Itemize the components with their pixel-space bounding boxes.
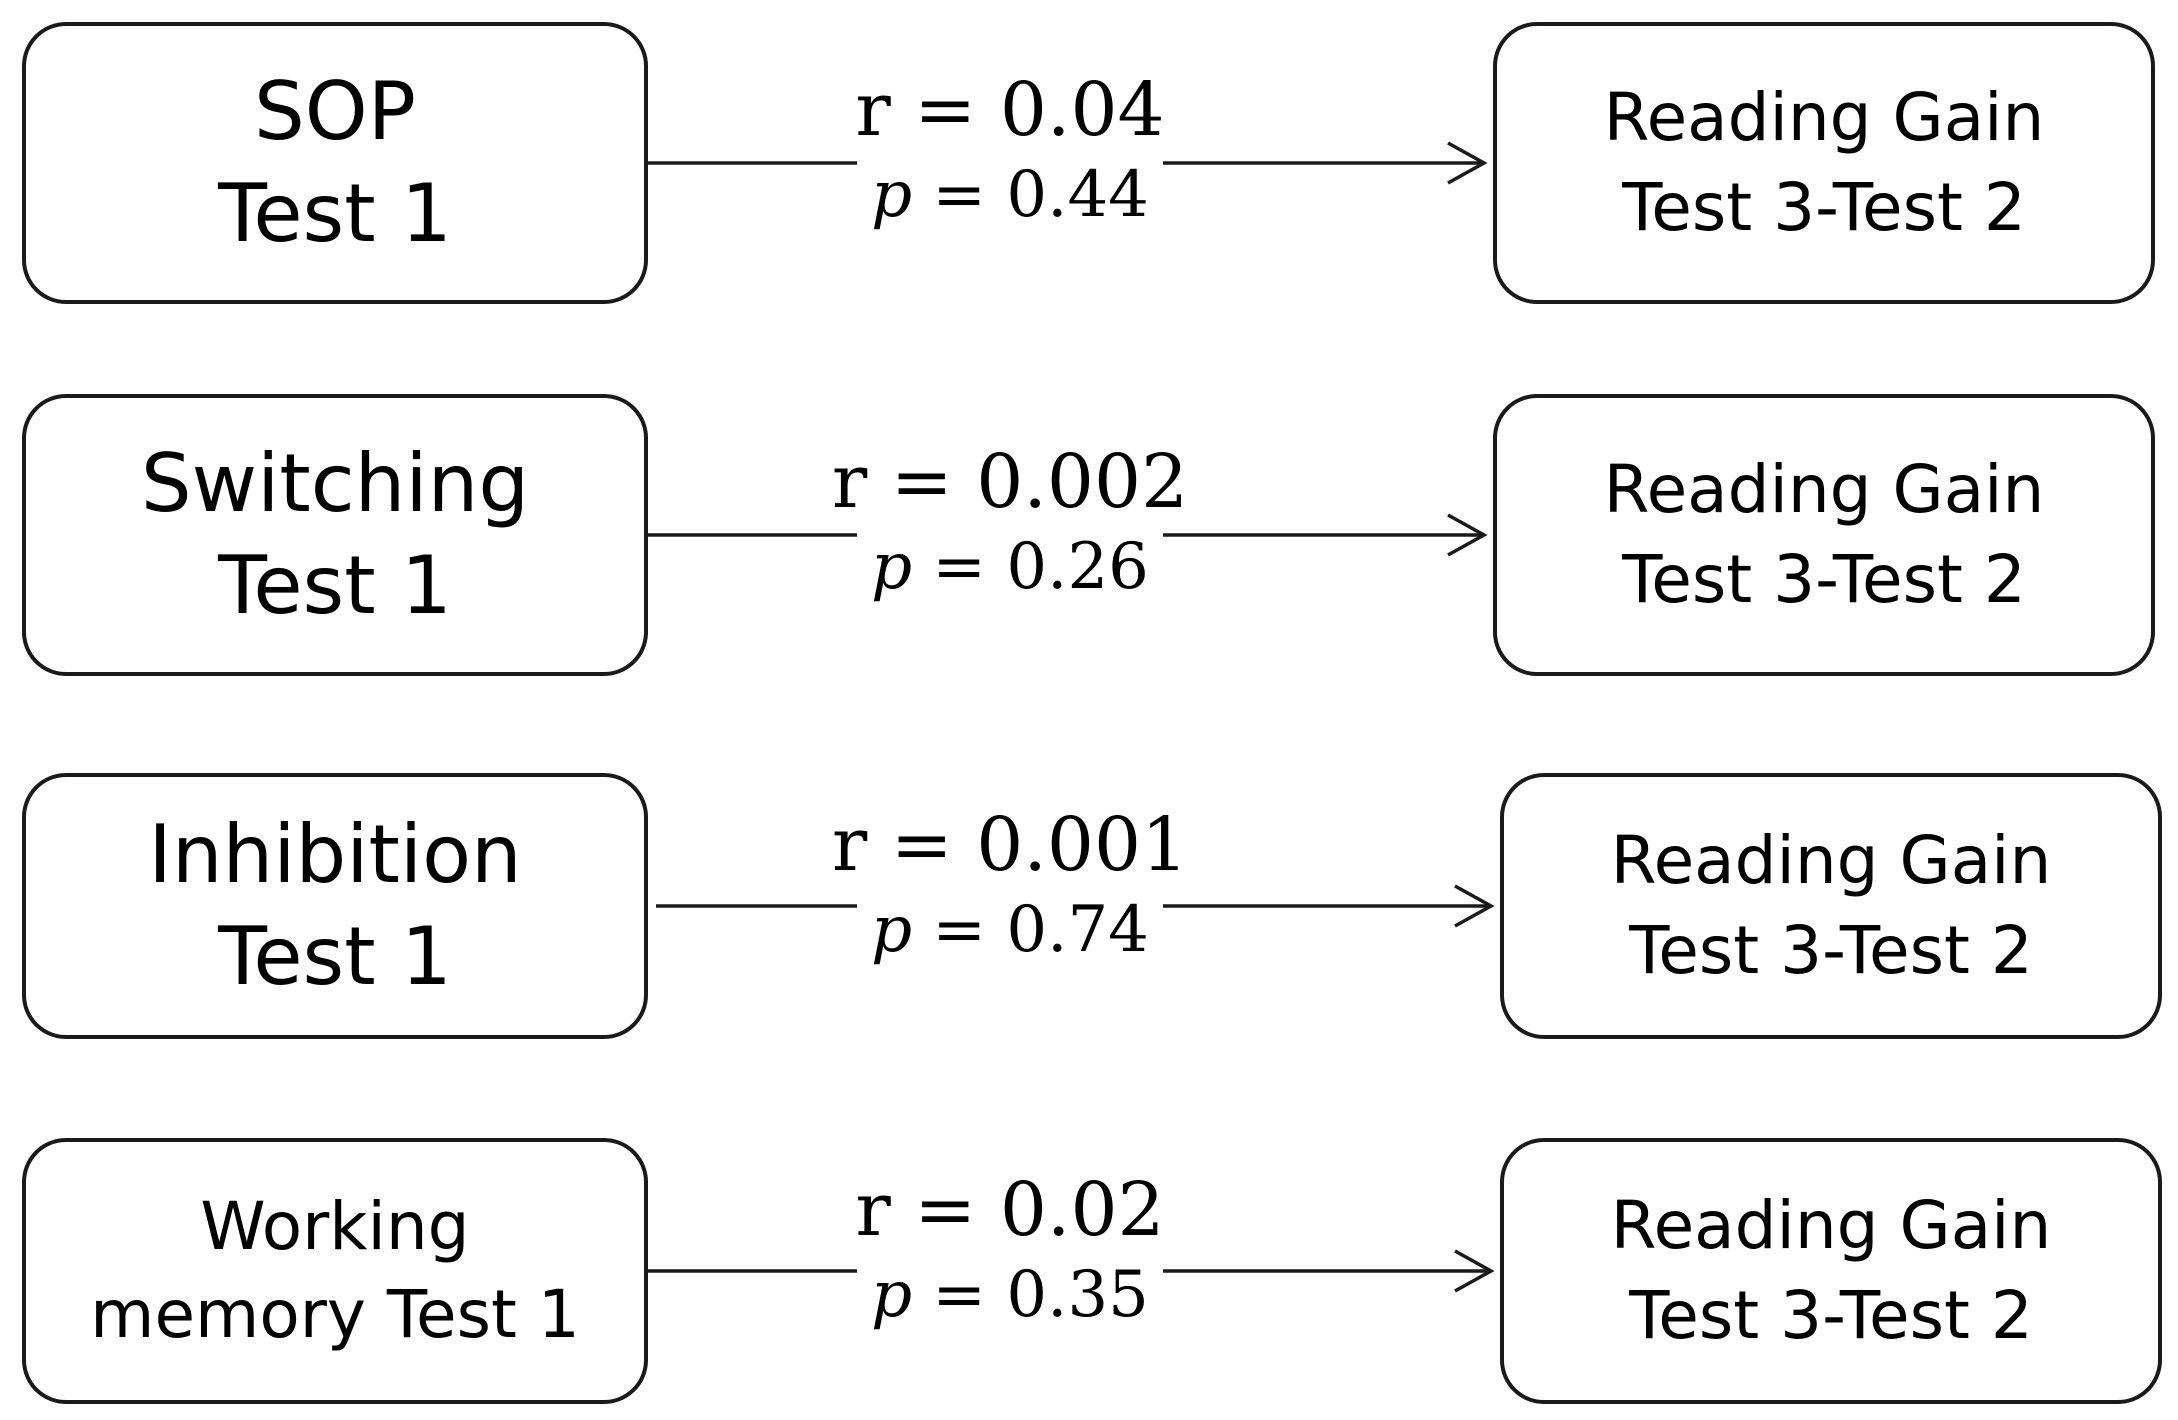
r-value: 0.001 — [976, 802, 1189, 888]
correlation-stats: r = 0.001 p = 0.74 — [760, 799, 1260, 969]
source-label-line2: Test 1 — [218, 539, 452, 632]
target-label-line2: Test 3-Test 2 — [1629, 912, 2033, 989]
source-label-line2: memory Test 1 — [90, 1276, 580, 1353]
p-statistic: p = 0.74 — [760, 891, 1260, 969]
equals-sign: = — [932, 893, 987, 967]
target-label-line1: Reading Gain — [1603, 451, 2045, 528]
target-label-line2: Test 3-Test 2 — [1622, 541, 2026, 618]
relation-row-working-memory: Working memory Test 1 r = 0.02 p = 0.35 … — [0, 1138, 2178, 1404]
source-label-line2: Test 1 — [218, 167, 452, 260]
r-statistic: r = 0.02 — [760, 1164, 1260, 1256]
target-box-reading-gain: Reading Gain Test 3-Test 2 — [1500, 1138, 2162, 1404]
equals-sign: = — [890, 802, 953, 888]
equals-sign: = — [932, 530, 987, 604]
correlation-stats: r = 0.02 p = 0.35 — [760, 1164, 1260, 1334]
relation-row-switching: Switching Test 1 r = 0.002 p = 0.26 Read… — [0, 394, 2178, 676]
r-symbol: r — [855, 67, 891, 153]
r-statistic: r = 0.001 — [760, 799, 1260, 891]
source-label-line1: Switching — [140, 437, 530, 530]
source-label-line2: Test 1 — [218, 910, 452, 1003]
source-box-sop: SOP Test 1 — [22, 22, 648, 304]
p-statistic: p = 0.44 — [760, 156, 1260, 234]
source-box-switching: Switching Test 1 — [22, 394, 648, 676]
p-symbol: p — [871, 530, 913, 604]
p-symbol: p — [871, 893, 913, 967]
p-value: 0.74 — [1006, 893, 1149, 967]
p-value: 0.35 — [1006, 1258, 1149, 1332]
correlation-stats: r = 0.04 p = 0.44 — [760, 64, 1260, 234]
equals-sign: = — [890, 439, 953, 525]
source-label-line1: Inhibition — [148, 808, 522, 901]
source-label-line1: SOP — [254, 65, 416, 158]
equals-sign: = — [914, 67, 977, 153]
target-box-reading-gain: Reading Gain Test 3-Test 2 — [1493, 394, 2155, 676]
r-symbol: r — [831, 802, 868, 888]
correlation-stats: r = 0.002 p = 0.26 — [760, 436, 1260, 606]
target-label-line1: Reading Gain — [1603, 79, 2045, 156]
source-box-working-memory: Working memory Test 1 — [22, 1138, 648, 1404]
p-statistic: p = 0.26 — [760, 528, 1260, 606]
r-value: 0.04 — [999, 67, 1165, 153]
p-statistic: p = 0.35 — [760, 1256, 1260, 1334]
target-label-line2: Test 3-Test 2 — [1629, 1277, 2033, 1354]
p-value: 0.26 — [1006, 530, 1149, 604]
equals-sign: = — [914, 1167, 977, 1253]
relation-row-sop: SOP Test 1 r = 0.04 p = 0.44 Reading Gai… — [0, 22, 2178, 304]
r-value: 0.002 — [976, 439, 1189, 525]
target-box-reading-gain: Reading Gain Test 3-Test 2 — [1493, 22, 2155, 304]
equals-sign: = — [932, 1258, 987, 1332]
target-label-line2: Test 3-Test 2 — [1622, 169, 2026, 246]
r-symbol: r — [831, 439, 868, 525]
target-label-line1: Reading Gain — [1610, 822, 2052, 899]
source-box-inhibition: Inhibition Test 1 — [22, 773, 648, 1039]
r-statistic: r = 0.002 — [760, 436, 1260, 528]
equals-sign: = — [932, 158, 987, 232]
source-label-line1: Working — [200, 1188, 470, 1265]
r-symbol: r — [855, 1167, 891, 1253]
p-symbol: p — [871, 158, 913, 232]
p-value: 0.44 — [1006, 158, 1149, 232]
p-symbol: p — [871, 1258, 913, 1332]
relation-row-inhibition: Inhibition Test 1 r = 0.001 p = 0.74 Rea… — [0, 773, 2178, 1039]
target-label-line1: Reading Gain — [1610, 1187, 2052, 1264]
r-value: 0.02 — [999, 1167, 1165, 1253]
target-box-reading-gain: Reading Gain Test 3-Test 2 — [1500, 773, 2162, 1039]
r-statistic: r = 0.04 — [760, 64, 1260, 156]
